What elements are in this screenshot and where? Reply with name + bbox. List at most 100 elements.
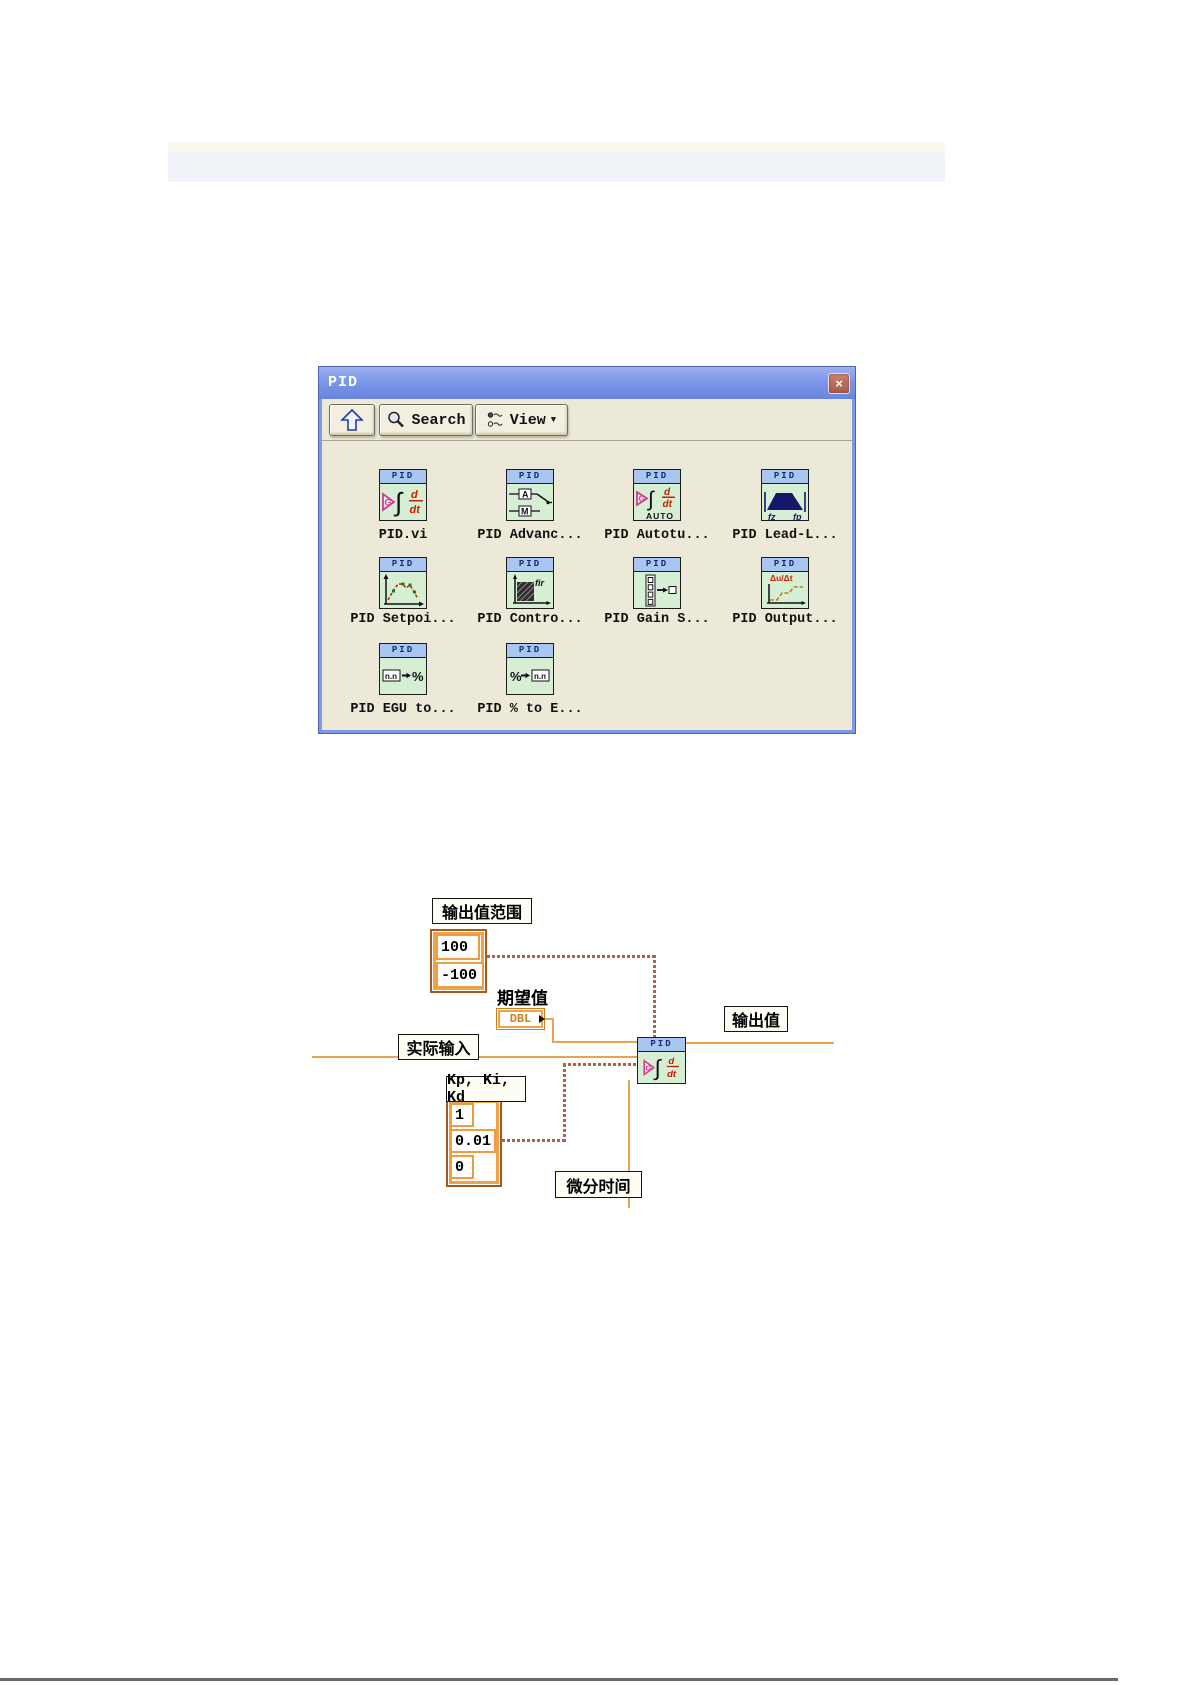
wire-setpoint-vertical (552, 1018, 554, 1043)
close-icon: × (835, 376, 843, 391)
pid-node-icon: G ∫ d dt (643, 1055, 679, 1080)
svg-text:G: G (385, 498, 392, 508)
wire-output (686, 1042, 834, 1044)
pid-autotuning-icon: G ∫ d dt AUTO (636, 487, 675, 521)
svg-text:dt: dt (663, 499, 673, 510)
palette-item-label: PID Gain S... (604, 612, 710, 627)
palette-item-pid-control-filter[interactable]: PID fir (506, 557, 554, 609)
svg-text:AUTO: AUTO (646, 511, 674, 521)
svg-text:G: G (639, 495, 645, 504)
top-header-band (168, 152, 945, 182)
top-cream-band (168, 142, 945, 152)
setpoint-label: 期望值 (497, 989, 548, 1008)
svg-text:Δu/Δt: Δu/Δt (770, 573, 793, 583)
palette-item-pid-output-rate[interactable]: PID Δu/Δt (761, 557, 809, 609)
pid-vi-node[interactable]: PID G ∫ d dt (637, 1037, 686, 1084)
svg-text:%: % (412, 669, 424, 684)
svg-text:dt: dt (667, 1069, 677, 1080)
vi-header: PID (507, 644, 553, 658)
svg-text:d: d (664, 487, 671, 498)
vi-header: PID (507, 470, 553, 484)
dbl-output-arrow-icon (539, 1015, 545, 1023)
vi-header: PID (634, 470, 680, 484)
palette-item-pid-setpoint[interactable]: PID (379, 557, 427, 609)
wire-setpoint-stub (545, 1018, 554, 1020)
dbl-terminal-text: DBL (498, 1010, 543, 1028)
palette-item-label: PID.vi (378, 528, 428, 543)
palette-item-pid-vi[interactable]: PID G ∫ d dt (379, 469, 427, 521)
output-range-label: 输出值范围 (432, 898, 532, 924)
pid-gain-schedule-icon (645, 574, 677, 607)
output-value-label: 输出值 (724, 1006, 788, 1032)
view-button[interactable]: View ▼ (475, 404, 568, 436)
svg-text:∫: ∫ (647, 488, 655, 511)
vi-header: PID (380, 470, 426, 484)
gain-ki-value[interactable]: 0.01 (450, 1129, 496, 1153)
palette-item-pid-percent-to-egu[interactable]: PID % n.n (506, 643, 554, 695)
palette-item-label: PID Contro... (477, 612, 583, 627)
search-button[interactable]: Search (379, 404, 473, 436)
output-range-high-value[interactable]: 100 (436, 934, 480, 960)
svg-text:fz: fz (768, 512, 776, 521)
up-arrow-icon (340, 408, 364, 431)
svg-text:A: A (522, 489, 529, 499)
vi-header: PID (762, 558, 808, 572)
palette-item-label: PID Lead-L... (732, 528, 838, 543)
gains-label: Kp, Ki, Kd (446, 1072, 526, 1106)
palette-item-label: PID Advanc... (477, 528, 583, 543)
palette-item-pid-egu-to-percent[interactable]: PID n.n % (379, 643, 427, 695)
gain-kd-value[interactable]: 0 (450, 1155, 474, 1179)
vi-header: PID (380, 558, 426, 572)
wire-gains-horizontal-upper (563, 1063, 638, 1066)
vi-header: PID (634, 558, 680, 572)
page-bottom-rule (0, 1678, 1118, 1681)
palette-item-pid-advanced[interactable]: PID A M (506, 469, 554, 521)
palette-item-pid-gain-schedule[interactable]: PID (633, 557, 681, 609)
setpoint-dbl-terminal[interactable]: DBL (496, 1008, 545, 1030)
wire-gains-horizontal-lower (502, 1139, 566, 1142)
svg-text:dt: dt (410, 504, 422, 516)
pid-egu-to-percent-icon: n.n % (382, 669, 424, 684)
pid-node-header: PID (638, 1038, 685, 1052)
pid-lead-lag-icon: fz fp (764, 492, 806, 521)
palette-item-label: PID Autotu... (604, 528, 710, 543)
gain-kp-value[interactable]: 1 (450, 1103, 474, 1127)
search-icon (388, 411, 405, 428)
svg-text:d: d (668, 1056, 674, 1067)
svg-text:n.n: n.n (385, 672, 397, 681)
palette-toolbar: Search View ▼ (322, 399, 852, 441)
palette-item-label: PID Output... (732, 612, 838, 627)
wire-gains-vertical (563, 1064, 566, 1142)
actual-input-label: 实际输入 (398, 1034, 479, 1060)
palette-item-label: PID Setpoi... (350, 612, 456, 627)
palette-item-pid-autotuning[interactable]: PID G ∫ d dt AUTO (633, 469, 681, 521)
output-range-low-value[interactable]: -100 (436, 962, 484, 988)
pid-palette-window: PID × Search (318, 366, 856, 734)
wire-output-range-horizontal (487, 955, 657, 958)
pid-percent-to-egu-icon: % n.n (510, 669, 550, 684)
svg-text:M: M (521, 506, 529, 516)
pid-setpoint-profile-icon (383, 574, 424, 607)
wire-derivative-time (628, 1080, 630, 1208)
svg-text:d: d (411, 489, 418, 501)
search-button-label: Search (411, 411, 466, 429)
derivative-time-label: 微分时间 (555, 1171, 642, 1198)
palette-item-label: PID EGU to... (350, 702, 456, 717)
close-button[interactable]: × (828, 373, 850, 394)
up-one-level-button[interactable] (329, 404, 375, 436)
vi-header: PID (380, 644, 426, 658)
view-button-label: View (509, 411, 546, 429)
svg-text:n.n: n.n (534, 672, 546, 681)
pid-vi-icon: G ∫ d dt (382, 487, 423, 517)
view-options-icon (487, 412, 503, 427)
chevron-down-icon: ▼ (550, 414, 557, 425)
pid-output-rate-limiter-icon: Δu/Δt (767, 573, 806, 605)
svg-text:∫: ∫ (393, 487, 404, 517)
vi-header: PID (762, 470, 808, 484)
palette-body: Search View ▼ PID G (322, 399, 852, 730)
wire-setpoint-horizontal (552, 1041, 638, 1043)
pid-control-input-filter-icon: fir (513, 574, 551, 605)
palette-item-pid-lead-lag[interactable]: PID fz fp (761, 469, 809, 521)
cluster-inner-frame (433, 932, 484, 990)
